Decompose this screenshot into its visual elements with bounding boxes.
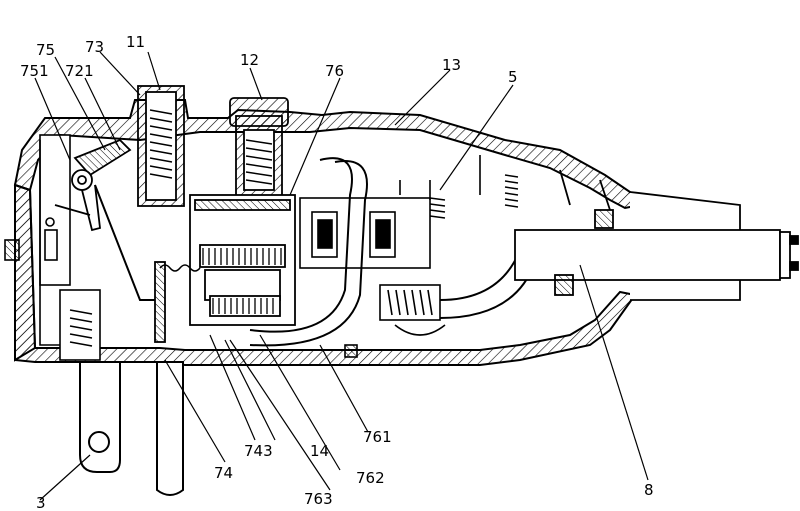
- horizontal-spring: [159, 264, 201, 272]
- label-721: 721: [65, 62, 94, 80]
- leader-lines: [34, 51, 649, 501]
- label-14: 14: [310, 442, 329, 460]
- front-frame: [4, 134, 71, 346]
- label-751: 751: [20, 62, 49, 80]
- plug-pin-3: [79, 361, 121, 473]
- label-763: 763: [304, 490, 333, 508]
- button-11-assembly: [137, 85, 185, 207]
- coil-upper: [202, 248, 282, 265]
- label-762: 762: [356, 469, 385, 487]
- reference-labels: 11 12 13 5 73 75 751 721 76 8 3 74 743 1…: [20, 33, 654, 511]
- label-761: 761: [363, 428, 392, 446]
- spring-12: [245, 139, 273, 185]
- label-8: 8: [644, 481, 654, 499]
- spring-5: [429, 174, 519, 219]
- label-11: 11: [126, 33, 145, 51]
- label-74: 74: [214, 464, 233, 482]
- label-743: 743: [244, 442, 273, 460]
- plug-spring: [59, 289, 101, 361]
- lever-assembly: [54, 138, 155, 301]
- label-73: 73: [85, 38, 104, 56]
- button-12-assembly: [229, 97, 289, 197]
- label-75: 75: [36, 41, 55, 59]
- coil-lower: [212, 298, 274, 314]
- label-12: 12: [240, 51, 259, 69]
- label-13: 13: [442, 56, 461, 74]
- label-76: 76: [325, 62, 344, 80]
- relay-block-76: [154, 194, 296, 343]
- lower-spring-assembly: [344, 284, 446, 358]
- label-3: 3: [36, 494, 46, 511]
- plug-pin-74: [156, 361, 184, 496]
- cord-outlet-8: [514, 169, 799, 301]
- spring-11: [149, 109, 173, 179]
- label-5: 5: [508, 68, 518, 86]
